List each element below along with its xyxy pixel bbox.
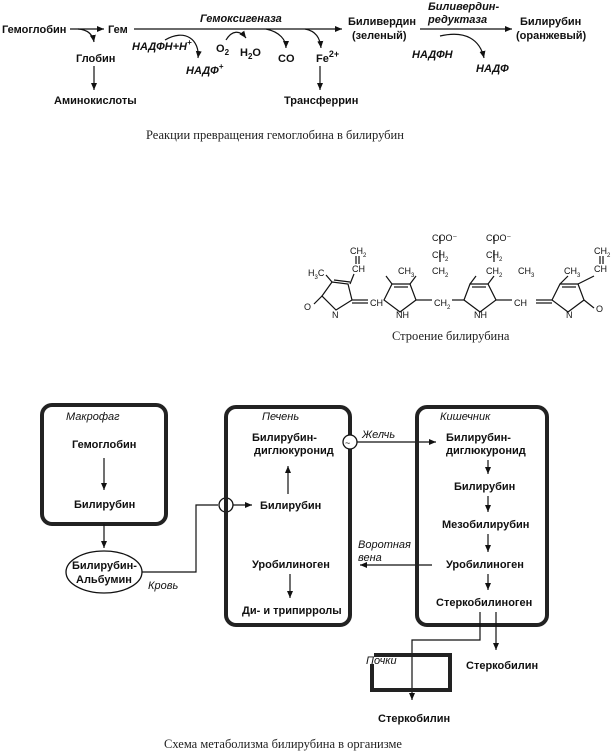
bilirubin-label: Билирубин (520, 16, 581, 28)
arrow-to-kidneys (409, 612, 481, 700)
chem-ch2-b: CH2 (432, 266, 449, 279)
blood-label: Кровь (148, 580, 178, 592)
pyrrole-ring-a (321, 281, 353, 311)
liver-bilirubin: Билирубин (260, 500, 321, 512)
hemoglobin-label: Гемоглобин (2, 24, 66, 36)
chem-ch-d: CH (594, 264, 607, 274)
chem-ch2-c1: CH2 (486, 250, 503, 263)
chem-nh-b: NH (396, 310, 409, 320)
amino-acids-label: Аминокислоты (54, 95, 137, 107)
stercobilin-urine: Стеркобилин (378, 713, 450, 725)
heme-oxygenase-label: Гемоксигеназа (200, 13, 282, 25)
chem-ch3-c: CH3 (518, 266, 535, 279)
bile-transporter-symbol: ~ (345, 438, 350, 448)
intestine-box (415, 405, 549, 627)
globin-label: Глобин (76, 53, 115, 65)
chem-h3c-a: H3C (308, 268, 325, 281)
liver-diglucuronide-1: Билирубин- (252, 432, 317, 444)
metabolism-caption: Схема метаболизма билирубина в организме (164, 737, 402, 751)
reaction-caption: Реакции превращения гемоглобина в билиру… (146, 128, 404, 142)
portal-vein-label-2: вена (358, 552, 382, 564)
chem-ch-bridge-2: CH (514, 298, 527, 308)
structure-caption: Строение билирубина (392, 329, 510, 343)
intestine-diglucuronide-1: Билирубин- (446, 432, 511, 444)
h2o-label: H2O (240, 47, 261, 61)
liver-dipyrroles: Ди- и трипирролы (242, 605, 342, 617)
kidneys-label: Почки (366, 655, 397, 667)
liver-diglucuronide-2: диглюкуронид (254, 445, 334, 457)
chem-nh-c: NH (474, 310, 487, 320)
intestine-diglucuronide-2: диглюкуронид (446, 445, 526, 457)
chem-ch2-b2: CH2 (432, 250, 449, 263)
chem-ch3-b: CH3 (398, 266, 415, 279)
intestine-stercobilinogen: Стеркобилиноген (436, 597, 532, 609)
biliverdin-label: Биливердин (348, 16, 416, 28)
intestine-bilirubin: Билирубин (454, 481, 515, 493)
nadph2-label: НАДФН (412, 49, 454, 61)
chem-ch2-d: CH2 (594, 246, 611, 259)
blood-albumin: Альбумин (76, 574, 132, 586)
pyrrole-ring-b (383, 283, 417, 313)
nadph-h-label: НАДФН+Н+ (132, 38, 192, 53)
biliverdin-reductase-label-2: редуктаза (427, 14, 487, 26)
bilirubin-structure: CH2 CH H3C O N CH CH3 CH2 CH2 COO⁻ NH CH… (304, 233, 611, 343)
stercobilin-feces: Стеркобилин (466, 660, 538, 672)
biliverdin-color-label: (зеленый) (352, 30, 407, 42)
arrow-nadph2-cycle (439, 33, 486, 59)
intestine-mesobilirubin: Мезобилирубин (442, 519, 529, 531)
reaction-scheme: Гемоглобин Глобин Аминокислоты Гем Гемок… (2, 1, 587, 142)
macrophage-hemoglobin: Гемоглобин (72, 439, 136, 451)
chem-coo-1: COO⁻ (432, 233, 458, 243)
chem-n-a: N (332, 310, 339, 320)
chem-n-d: N (566, 310, 573, 320)
co-label: CO (278, 53, 295, 65)
chem-ch2-c2: CH2 (486, 266, 503, 279)
bile-label: Желчь (361, 429, 395, 441)
macrophage-title: Макрофаг (66, 411, 120, 423)
pyrrole-ring-d (551, 283, 585, 313)
liver-box (224, 405, 352, 627)
intestine-title: Кишечник (440, 411, 491, 423)
bilirubin-color-label: (оранжевый) (516, 30, 587, 42)
nadp-label: НАДФ+ (186, 62, 224, 77)
chem-o-a: O (304, 302, 311, 312)
metabolism-scheme: Макрофаг Гемоглобин Билирубин Билирубин-… (40, 403, 549, 751)
chem-ch3-d: CH3 (564, 266, 581, 279)
liver-title: Печень (262, 411, 299, 423)
chem-ch-bridge-1: CH (370, 298, 383, 308)
chem-ch2-bridge: CH2 (434, 298, 451, 311)
intestine-urobilinogen: Уробилиноген (446, 559, 524, 571)
arrow-nadph-cycle (164, 34, 202, 59)
chem-ch2-a: CH2 (350, 246, 367, 259)
bilirubin-albumin-ellipse (65, 550, 143, 594)
transferrin-label: Трансферрин (284, 95, 358, 107)
macrophage-bilirubin: Билирубин (74, 499, 135, 511)
o2-label: O2 (216, 43, 230, 57)
blood-bilirubin: Билирубин- (72, 560, 137, 572)
liver-urobilinogen: Уробилиноген (252, 559, 330, 571)
biliverdin-reductase-label-1: Биливердин- (428, 1, 499, 13)
pyrrole-ring-c (463, 283, 497, 313)
chem-o-d: O (596, 304, 603, 314)
fe-label: Fe2+ (316, 49, 339, 65)
arrow-fe (304, 28, 324, 49)
chem-ch-a: CH (352, 264, 365, 274)
nadp2-label: НАДФ (476, 63, 509, 75)
heme-label: Гем (108, 24, 128, 36)
chem-coo-2: COO⁻ (486, 233, 512, 243)
arrow-to-globin (77, 28, 96, 43)
portal-vein-label-1: Воротная (358, 539, 411, 551)
arrow-co (265, 28, 289, 49)
blood-path-line (142, 504, 218, 573)
arrow-o2 (225, 30, 247, 41)
kidneys-box (370, 653, 452, 692)
